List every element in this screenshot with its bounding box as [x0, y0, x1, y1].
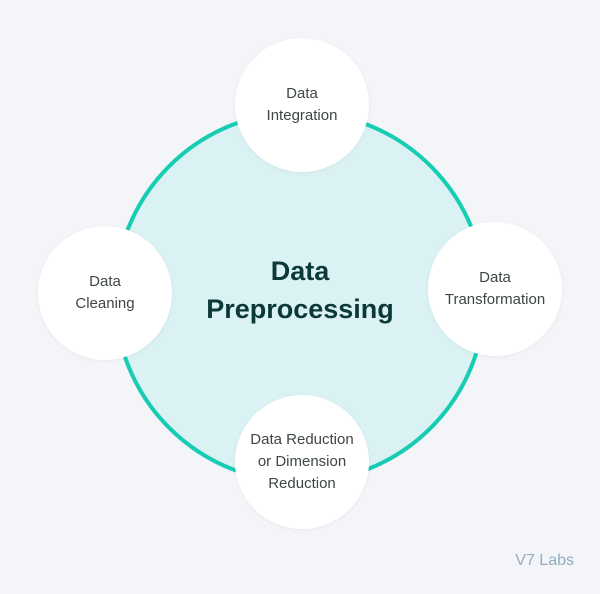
center-title: Data Preprocessing: [150, 252, 450, 328]
node-data-integration-line-2: Integration: [266, 107, 338, 124]
node-data-reduction: Data Reduction or Dimension Reduction: [235, 395, 369, 529]
node-data-cleaning-label: Data Cleaning: [75, 271, 134, 315]
node-data-reduction-line-3: Reduction: [268, 475, 336, 492]
node-data-cleaning-line-2: Cleaning: [75, 295, 135, 312]
node-data-integration-line-1: Data: [286, 85, 318, 102]
node-data-transformation-line-1: Data: [479, 269, 511, 286]
center-title-line-1: Data: [270, 256, 330, 286]
node-data-reduction-line-1: Data Reduction: [250, 431, 354, 448]
node-data-transformation: Data Transformation: [428, 222, 562, 356]
node-data-cleaning: Data Cleaning: [38, 226, 172, 360]
node-data-transformation-line-2: Transformation: [444, 291, 546, 308]
node-data-reduction-line-2: or Dimension: [257, 453, 347, 470]
node-data-reduction-label: Data Reduction or Dimension Reduction: [250, 429, 353, 495]
node-data-integration: Data Integration: [235, 38, 369, 172]
center-title-line-2: Preprocessing: [206, 294, 394, 324]
brand-watermark: V7 Labs: [515, 552, 574, 569]
node-data-integration-label: Data Integration: [267, 83, 338, 127]
node-data-cleaning-line-1: Data: [89, 273, 121, 290]
node-data-transformation-label: Data Transformation: [445, 267, 545, 311]
